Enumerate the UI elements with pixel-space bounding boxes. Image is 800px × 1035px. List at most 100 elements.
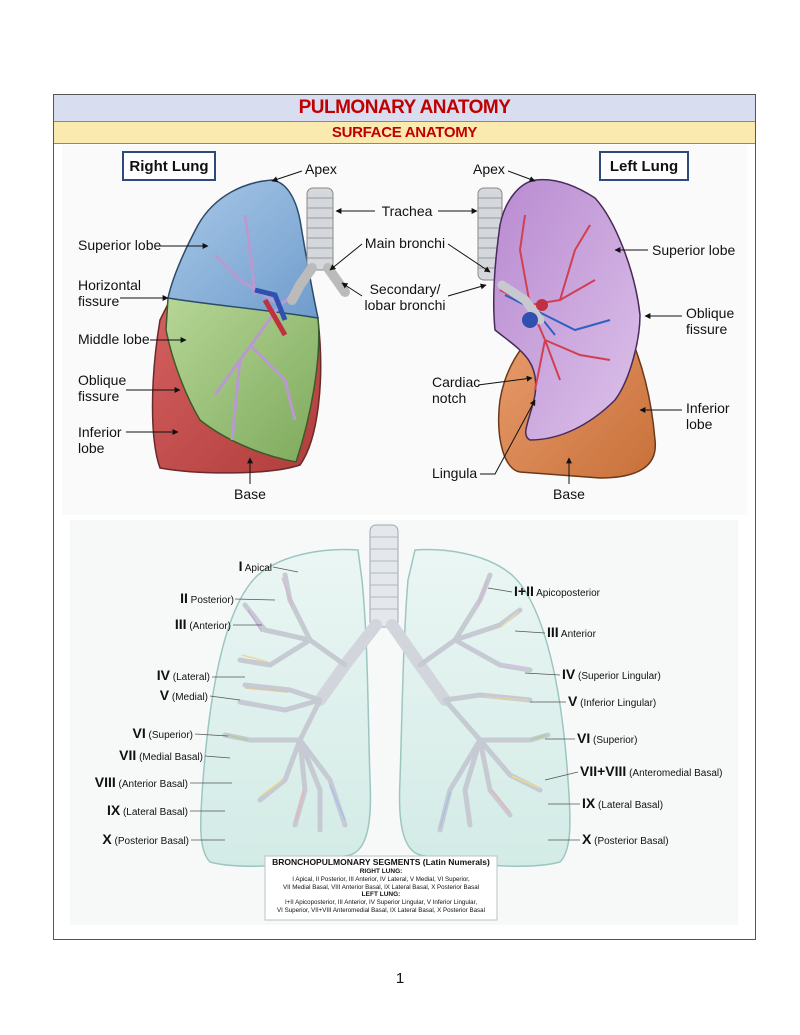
legend-right-line2: VII Medial Basal, VIII Anterior Basal, I… (282, 883, 480, 891)
inferior-left-label-2: lobe (686, 416, 713, 432)
segment-numeral: X (102, 831, 112, 847)
segment-numeral: VIII (94, 774, 116, 790)
subtitle-bar: SURFACE ANATOMY (54, 122, 755, 144)
horizontal-fissure-label-2: fissure (78, 293, 119, 309)
left-hilar-vein (522, 312, 538, 328)
legend-title: BRONCHOPULMONARY SEGMENTS (Latin Numeral… (272, 857, 490, 867)
left-hilar-artery (536, 299, 548, 311)
right-segment-label: V (Medial) (160, 687, 208, 705)
right-segment-label: III (Anterior) (175, 616, 231, 634)
segments-trachea (369, 524, 399, 628)
apex-left-label: Apex (473, 161, 505, 177)
right-pulmonary-artery (262, 298, 288, 337)
segment-numeral: I+II (514, 583, 534, 599)
segment-numeral: IX (582, 795, 596, 811)
segment-name: (Anterior) (186, 621, 231, 632)
left-segment-labels (487, 587, 580, 841)
right-lung-box (122, 151, 216, 181)
left-superior-lobe (493, 178, 641, 441)
right-segment-label: IX (Lateral Basal) (107, 802, 188, 820)
segment-numeral: VI (577, 730, 591, 746)
segment-numeral: IV (562, 666, 576, 682)
segments-left-lung (398, 548, 571, 867)
right-segment-label: I Apical (239, 558, 272, 576)
segment-numeral: III (547, 624, 559, 640)
segment-name: (Lateral Basal) (595, 800, 664, 811)
segment-name: (Anteromedial Basal) (626, 768, 723, 779)
inferior-right-label-1: Inferior (78, 424, 122, 440)
segment-name: (Lateral Basal) (120, 807, 188, 818)
right-segment-labels (190, 566, 299, 841)
segment-numeral: VII (119, 747, 137, 763)
legend-right-heading: RIGHT LUNG: (359, 868, 403, 875)
segment-numeral: V (159, 687, 170, 703)
segment-name: Apical (242, 563, 272, 574)
segment-name: (Superior) (590, 735, 638, 746)
segment-name: (Superior Lingular) (575, 671, 661, 682)
segment-numeral: I (238, 558, 243, 574)
base-right-label: Base (234, 486, 266, 502)
segment-numeral: IV (156, 667, 170, 683)
legend: BRONCHOPULMONARY SEGMENTS (Latin Numeral… (265, 857, 497, 914)
cardiac-notch-label-1: Cardiac (432, 374, 480, 390)
page-frame: PULMONARY ANATOMY SURFACE ANATOMY (53, 94, 756, 940)
segment-numeral: X (582, 831, 592, 847)
segment-name: (Inferior Lingular) (577, 698, 657, 709)
middle-lobe-label: Middle lobe (78, 331, 150, 347)
segment-name: (Posterior Basal) (111, 836, 189, 847)
segment-numeral: II (180, 590, 188, 606)
cardiac-notch-label-2: notch (432, 390, 466, 406)
page-title: PULMONARY ANATOMY (298, 97, 511, 118)
segment-numeral: IX (106, 802, 121, 818)
legend-left-heading: LEFT LUNG: (361, 891, 401, 898)
segment-numeral: VII+VIII (580, 763, 627, 779)
right-segment-label: VII (Medial Basal) (119, 747, 203, 765)
title-bar: PULMONARY ANATOMY (54, 95, 755, 122)
segment-name: (Anterior Basal) (115, 779, 188, 790)
superior-lobe-left-label: Superior lobe (652, 242, 735, 258)
right-segment-label: IV (Lateral) (157, 667, 210, 685)
segment-numeral: VI (132, 725, 146, 741)
legend-right-line1: I Apical, II Posterior, III Anterior, IV… (292, 876, 470, 883)
right-lung-label: Right Lung (129, 158, 208, 175)
oblique-right-label-2: fissure (78, 388, 119, 404)
lingula-label: Lingula (432, 465, 477, 481)
right-pulmonary-vessel (254, 287, 288, 321)
base-left-label: Base (553, 486, 585, 502)
left-segment-label: I+II Apicoposterior (514, 583, 600, 601)
segment-name: (Posterior Basal) (591, 836, 669, 847)
legend-left-line1: I+II Apicoposterior, III Anterior, IV Su… (284, 899, 478, 906)
segment-name: Apicoposterior (533, 588, 601, 599)
left-lung-surface (493, 178, 657, 479)
page-number: 1 (395, 970, 405, 987)
apex-right-label: Apex (305, 161, 337, 177)
right-segment-label: VIII (Anterior Basal) (95, 774, 188, 792)
page-subtitle: SURFACE ANATOMY (331, 124, 478, 141)
main-bronchi-label: Main bronchi (365, 235, 445, 251)
segment-name: (Medial) (169, 692, 208, 703)
trachea-label: Trachea (382, 203, 433, 219)
segment-numeral: V (568, 693, 578, 709)
oblique-left-label-1: Oblique (686, 305, 734, 321)
left-lung-box (599, 151, 689, 181)
oblique-right-label-1: Oblique (78, 372, 126, 388)
right-segment-label: II Posterior) (180, 590, 234, 608)
secondary-bronchi-label-1: Secondary/ (370, 281, 441, 297)
superior-lobe-right-label: Superior lobe (78, 237, 161, 253)
left-main-bronchus (497, 280, 545, 325)
secondary-bronchi-label-2: lobar bronchi (365, 297, 446, 313)
right-superior-lobe (167, 179, 319, 319)
segment-name: Anterior (558, 629, 596, 640)
left-segment-label: VII+VIII (Anteromedial Basal) (580, 763, 722, 781)
segment-name: (Medial Basal) (136, 752, 203, 763)
left-segment-label: V (Inferior Lingular) (568, 693, 656, 711)
segment-name: (Superior) (145, 730, 193, 741)
segment-name: (Lateral) (169, 672, 210, 683)
segment-accents (227, 577, 547, 829)
horizontal-fissure-label-1: Horizontal (78, 277, 141, 293)
segment-numeral: III (174, 616, 187, 632)
left-segment-label: X (Posterior Basal) (582, 831, 669, 849)
bronchial-diagram (199, 524, 571, 867)
surface-labels: Right Lung Left Lung Apex Apex Trachea M… (78, 151, 735, 502)
